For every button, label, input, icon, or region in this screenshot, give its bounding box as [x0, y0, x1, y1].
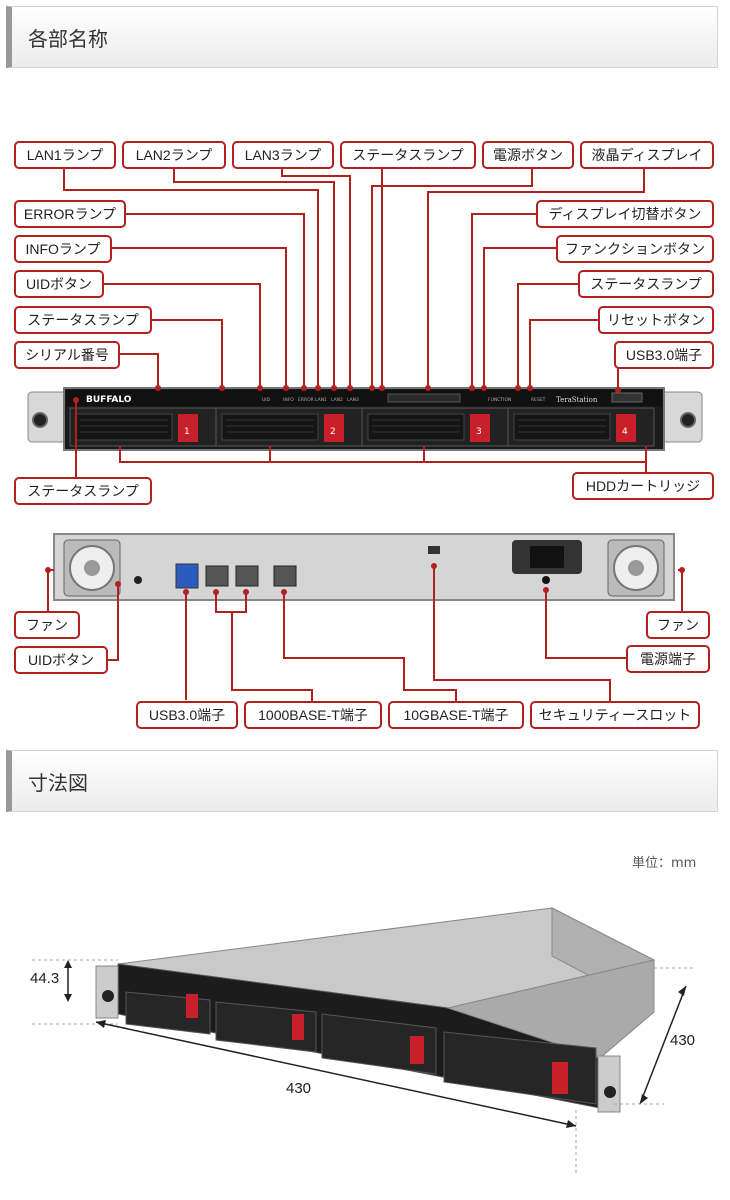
label-display-switch-button: ディスプレイ切替ボタン [536, 200, 714, 228]
label-fan-left: ファン [14, 611, 80, 639]
panel-text: LAN2 [331, 397, 343, 403]
dimension-lines [32, 959, 694, 1176]
bay-number: 1 [184, 427, 190, 437]
isometric-device [95, 907, 656, 1113]
hdd-bay-2 [215, 407, 363, 447]
label-status-lamp-top: ステータスランプ [340, 141, 476, 169]
usb-ports [175, 563, 199, 589]
front-diagram: 1 2 3 4 BUFFALO TeraStation UID INFO ERR… [27, 168, 703, 702]
leader-lines [63, 168, 647, 478]
usb-port [611, 392, 643, 403]
label-error-lamp: ERRORランプ [14, 200, 126, 228]
label-usb-rear: USB3.0端子 [136, 701, 238, 729]
section-header-dimensions: 寸法図 [6, 750, 718, 812]
panel-text: ERROR [298, 397, 314, 403]
label-lan1-lamp: LAN1ランプ [14, 141, 116, 169]
label-info-lamp: INFOランプ [14, 235, 112, 263]
panel-text: INFO [283, 397, 294, 403]
security-slot [428, 546, 440, 554]
model-name: TeraStation [556, 396, 598, 404]
label-serial-number: シリアル番号 [14, 341, 120, 369]
label-lcd-display: 液晶ディスプレイ [580, 141, 714, 169]
leader-dots [73, 385, 621, 403]
panel-text: UID [262, 397, 271, 403]
label-hdd-cartridge: HDDカートリッジ [572, 472, 714, 500]
unit-label: 単位：mm [632, 856, 697, 871]
lan-port [235, 565, 259, 587]
label-fan-right: ファン [646, 611, 710, 639]
dimension-depth: 430 [670, 1032, 696, 1049]
label-lan3-lamp: LAN3ランプ [232, 141, 334, 169]
bay-number: 2 [330, 427, 336, 437]
label-uid-button: UIDボタン [14, 270, 104, 298]
panel-text: LAN3 [347, 397, 359, 403]
lan-port-10g [273, 565, 297, 587]
label-status-lamp-bottom: ステータスランプ [14, 477, 152, 505]
panel-text: FUNCTION [488, 397, 511, 403]
label-security-slot: セキュリティースロット [530, 701, 700, 729]
label-lan2-lamp: LAN2ランプ [122, 141, 226, 169]
section-title: 各部名称 [28, 27, 108, 51]
front-device: 1 2 3 4 BUFFALO TeraStation UID INFO ERR… [27, 387, 703, 451]
label-power-button: 電源ボタン [482, 141, 574, 169]
rear-leader-lines [45, 563, 685, 702]
brand-logo: BUFFALO [86, 395, 132, 405]
label-status-lamp-left: ステータスランプ [14, 306, 152, 334]
hdd-bay-4 [507, 407, 655, 447]
label-function-button: ファンクションボタン [556, 235, 714, 263]
hdd-bay-3 [361, 407, 509, 447]
section-header-parts: 各部名称 [6, 6, 718, 68]
hdd-bay-1 [69, 407, 217, 447]
bay-number: 3 [476, 427, 482, 437]
bay-number: 4 [622, 427, 628, 437]
rear-device [53, 533, 675, 601]
label-uid-button-rear: UIDボタン [14, 646, 108, 674]
panel-text: LAN1 [315, 397, 327, 403]
dimension-height: 44.3 [30, 970, 60, 987]
dimension-width: 430 [286, 1080, 312, 1097]
section-title: 寸法図 [28, 771, 88, 795]
label-reset-button: リセットボタン [598, 306, 714, 334]
panel-text: RESET [531, 397, 546, 403]
label-status-lamp-right: ステータスランプ [578, 270, 714, 298]
lcd-display [387, 393, 461, 403]
label-1000base-t: 1000BASE-T端子 [244, 701, 382, 729]
label-10gbase-t: 10GBASE-T端子 [388, 701, 524, 729]
lan-port [205, 565, 229, 587]
label-power-port: 電源端子 [626, 645, 710, 673]
label-usb-front: USB3.0端子 [614, 341, 714, 369]
